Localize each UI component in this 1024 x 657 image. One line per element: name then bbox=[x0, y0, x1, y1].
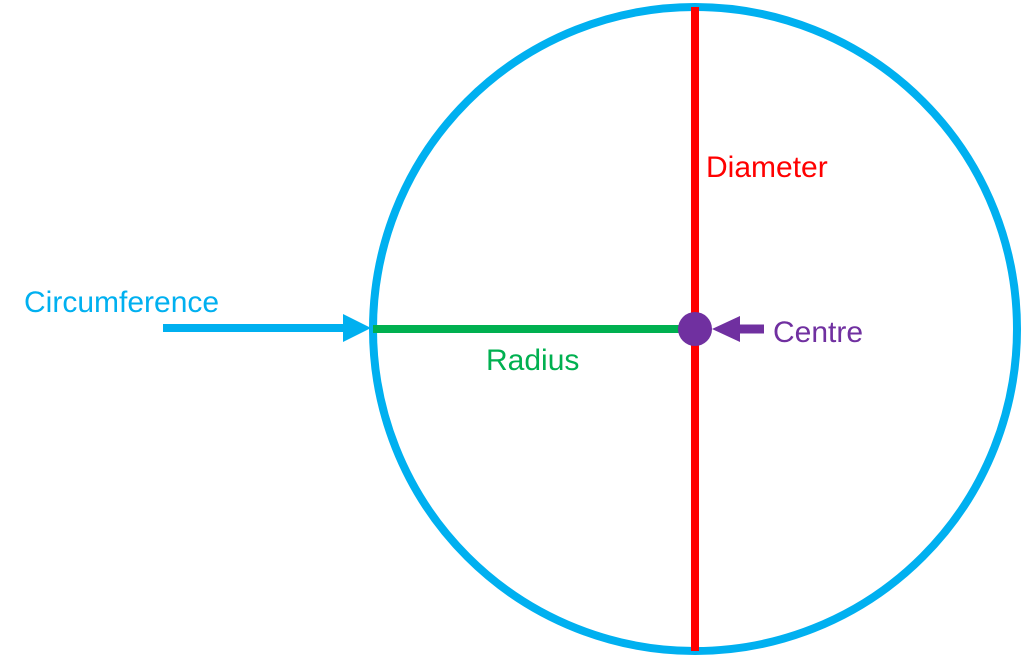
diameter-label: Diameter bbox=[706, 151, 828, 184]
centre-arrow bbox=[712, 316, 764, 342]
circumference-label: Circumference bbox=[24, 286, 219, 319]
centre-label: Centre bbox=[773, 316, 863, 349]
centre-point bbox=[678, 312, 712, 346]
circumference-arrow bbox=[163, 314, 371, 342]
radius-label: Radius bbox=[486, 344, 579, 377]
